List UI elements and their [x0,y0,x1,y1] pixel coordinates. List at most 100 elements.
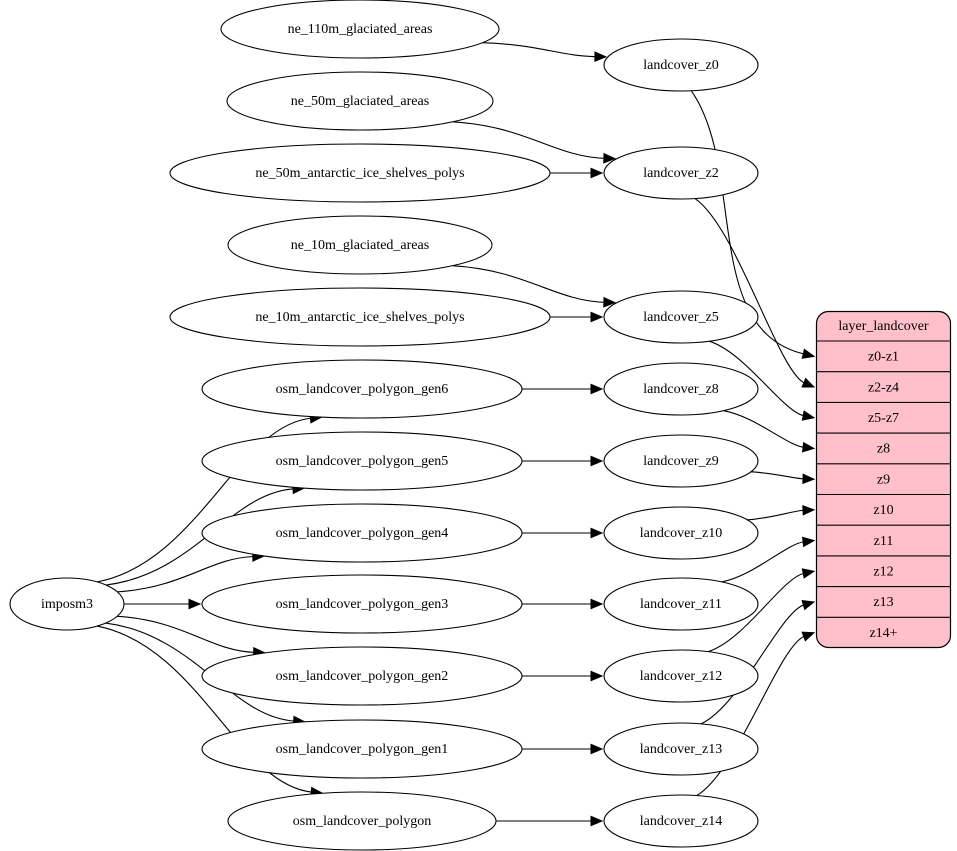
record-row-z9[interactable]: z9 [816,464,951,495]
edge-arrowhead [594,51,608,62]
edge-line [482,42,596,58]
graph-edge-osm_landcover_polygon_gen6-to-landcover_z8 [522,383,604,395]
graph-node-osm_landcover_polygon[interactable]: osm_landcover_polygon [227,791,497,851]
edge-arrowhead [801,631,816,642]
edge-arrowhead [590,311,604,323]
node-shape [9,577,125,631]
node-shape [603,577,759,631]
node-shape [220,0,500,59]
record-outline [815,310,952,649]
record-row-z5-z7[interactable]: z5-z7 [816,402,951,433]
edge-arrowhead [590,167,604,179]
graph-edge-landcover_z12-to-z12 [707,568,816,653]
node-shape [201,574,523,634]
graph-edge-landcover_z14-to-z14+ [696,631,816,797]
record-row-z0-z1[interactable]: z0-z1 [816,341,951,372]
node-label: landcover_z9 [643,454,718,469]
graph-edge-imposm3-to-osm_landcover_polygon_gen3 [124,598,202,610]
edge-line [96,625,313,793]
edge-line [117,615,255,653]
edge-arrowhead [801,599,816,611]
graph-edge-ne_110m_glaciated_areas-to-landcover_z0 [482,42,608,62]
graph-edge-osm_landcover_polygon_gen2-to-landcover_z12 [521,670,604,682]
graph-edge-osm_landcover_polygon_gen4-to-landcover_z10 [522,527,604,539]
node-label: osm_landcover_polygon [293,814,431,829]
graph-node-ne_10m_antarctic_ice_shelves_polys[interactable]: ne_10m_antarctic_ice_shelves_polys [169,287,551,347]
node-label: osm_landcover_polygon_gen2 [276,669,449,684]
record-row-label: z5-z7 [868,411,899,426]
graph-edge-osm_landcover_polygon-to-landcover_z14 [496,815,604,827]
node-shape [603,794,759,848]
record-title: layer_landcover [838,319,929,334]
edge-arrowhead [590,455,604,467]
record-row-z13[interactable]: z13 [816,587,951,618]
graph-node-landcover_z2[interactable]: landcover_z2 [603,146,759,200]
node-label: ne_50m_antarctic_ice_shelves_polys [255,166,464,181]
graph-node-landcover_z0[interactable]: landcover_z0 [603,38,759,92]
record-row-label: z9 [877,472,890,487]
record-row-z14+[interactable]: z14+ [816,617,951,648]
graph-node-ne_10m_glaciated_areas[interactable]: ne_10m_glaciated_areas [227,215,493,275]
graph-node-imposm3[interactable]: imposm3 [9,577,125,631]
graph-node-osm_landcover_polygon_gen2[interactable]: osm_landcover_polygon_gen2 [201,646,523,706]
node-label: osm_landcover_polygon_gen6 [276,382,449,397]
graph-node-landcover_z12[interactable]: landcover_z12 [603,649,759,703]
record-row-z2-z4[interactable]: z2-z4 [816,372,951,403]
node-shape [603,38,759,92]
node-label: landcover_z8 [643,382,718,397]
graph-node-landcover_z5[interactable]: landcover_z5 [603,290,759,344]
edge-line [747,509,805,521]
record-row-label: z2-z4 [868,380,899,395]
node-label: landcover_z13 [640,742,722,757]
node-shape [603,146,759,200]
record-row-label: z11 [874,534,894,549]
graph-node-landcover_z13[interactable]: landcover_z13 [603,722,759,776]
graph-node-landcover_z11[interactable]: landcover_z11 [603,577,759,631]
edge-arrowhead [801,348,816,359]
graph-node-landcover_z10[interactable]: landcover_z10 [603,506,759,560]
record-layer: layer_landcover z0-z1 z2-z4 z5-z7 z8 z9 z10 z11… [815,310,952,649]
graph-node-osm_landcover_polygon_gen6[interactable]: osm_landcover_polygon_gen6 [201,359,523,419]
nodes-layer: imposm3 ne_110m_glaciated_areas ne_50m_gla… [9,0,759,851]
edge-arrowhead [802,504,816,516]
edge-arrowhead [590,815,604,827]
graph-node-osm_landcover_polygon_gen5[interactable]: osm_landcover_polygon_gen5 [201,431,523,491]
node-shape [227,215,493,275]
edge-line [117,555,254,593]
edge-line [97,417,312,583]
node-shape [603,722,759,776]
edge-line [708,340,805,417]
record-row-z12[interactable]: z12 [816,556,951,587]
graph-node-osm_landcover_polygon_gen4[interactable]: osm_landcover_polygon_gen4 [201,503,523,563]
graph-node-ne_50m_antarctic_ice_shelves_polys[interactable]: ne_50m_antarctic_ice_shelves_polys [169,143,551,203]
edge-line [452,121,605,159]
record-row-label: z13 [873,595,893,610]
graph-edge-landcover_z10-to-z10 [747,504,816,521]
edge-line [696,635,805,797]
graph-node-landcover_z8[interactable]: landcover_z8 [603,362,759,416]
graph-node-ne_50m_glaciated_areas[interactable]: ne_50m_glaciated_areas [226,71,494,131]
graph-edge-landcover_z8-to-z8 [723,410,816,453]
node-shape [201,503,523,563]
graph-node-landcover_z9[interactable]: landcover_z9 [603,434,759,488]
node-shape [201,431,523,491]
layer-record-table[interactable]: layer_landcover z0-z1 z2-z4 z5-z7 z8 z9 z10 z11… [815,310,952,649]
edge-line [723,410,805,448]
record-row-z10[interactable]: z10 [816,495,951,526]
record-row-z8[interactable]: z8 [816,433,951,464]
edge-arrowhead [188,598,202,610]
graph-node-osm_landcover_polygon_gen1[interactable]: osm_landcover_polygon_gen1 [201,719,523,779]
node-label: osm_landcover_polygon_gen3 [276,597,449,612]
record-row-z11[interactable]: z11 [816,525,951,556]
edge-arrowhead [603,152,617,164]
graph-node-landcover_z14[interactable]: landcover_z14 [603,794,759,848]
node-label: landcover_z10 [640,526,722,541]
graph-node-ne_110m_glaciated_areas[interactable]: ne_110m_glaciated_areas [220,0,500,59]
graph-edge-ne_50m_glaciated_areas-to-landcover_z2 [452,121,617,164]
node-label: landcover_z12 [640,669,722,684]
graph-node-osm_landcover_polygon_gen3[interactable]: osm_landcover_polygon_gen3 [201,574,523,634]
node-label: landcover_z2 [643,166,718,181]
node-shape [603,506,759,560]
edge-arrowhead [590,527,604,539]
